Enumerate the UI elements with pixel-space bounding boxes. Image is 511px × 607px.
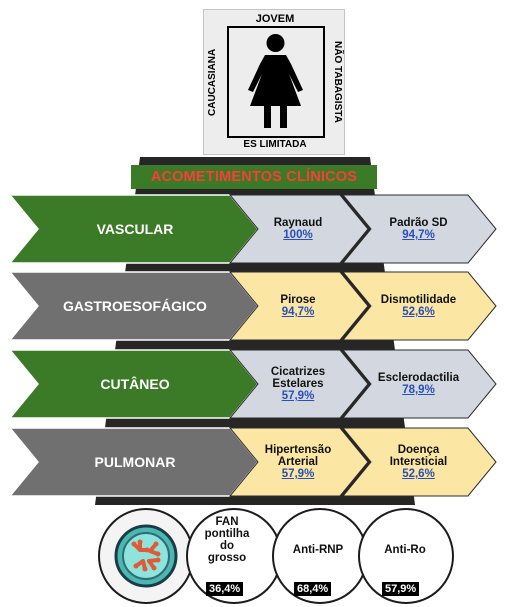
antibody-fan-line2: pontilha bbox=[204, 528, 250, 540]
profile-smoking-label: NÃO TABAGISTA bbox=[332, 41, 343, 123]
finding-pirose: Pirose 94,7% bbox=[253, 272, 343, 340]
woman-icon bbox=[248, 34, 303, 128]
row-label-cutaneo: CUTÂNEO bbox=[100, 376, 170, 392]
finding-value: 57,9% bbox=[281, 390, 315, 402]
antibody-anti-ro-value-wrap: 57,9% bbox=[382, 579, 420, 597]
finding-name-line2: Intersticial bbox=[389, 456, 448, 468]
finding-hipertensao-arterial: Hipertensão Arterial 57,9% bbox=[253, 428, 343, 496]
finding-name-line2: Arterial bbox=[277, 456, 319, 468]
antibody-anti-rnp-value: 68,4% bbox=[294, 582, 332, 596]
row-label-vascular: VASCULAR bbox=[96, 221, 174, 237]
antibody-anti-ro-value: 57,9% bbox=[382, 582, 420, 596]
finding-value: 78,9% bbox=[402, 384, 435, 396]
antibody-anti-rnp-label: Anti-RNP bbox=[292, 544, 344, 556]
finding-name: Esclerodactilia bbox=[377, 372, 460, 384]
finding-value: 57,9% bbox=[281, 468, 315, 480]
finding-esclerodactilia: Esclerodactilia 78,9% bbox=[366, 350, 471, 418]
section-title: ACOMETIMENTOS CLÍNICOS bbox=[131, 165, 377, 189]
finding-name: Hipertensão bbox=[264, 444, 332, 456]
antibody-anti-ro-label: Anti-Ro bbox=[384, 544, 426, 556]
finding-value: 100% bbox=[283, 229, 313, 241]
finding-cicatrizes-estelares: Cicatrizes Estelares 57,9% bbox=[253, 350, 343, 418]
antibody-fan-value-wrap: 36,4% bbox=[206, 579, 244, 597]
finding-name-line2: Estelares bbox=[272, 378, 324, 390]
patient-profile-card: JOVEM CAUCASIANA NÃO TABAGISTA ES LIMITA… bbox=[203, 9, 345, 155]
antibody-anti-rnp-value-wrap: 68,4% bbox=[294, 579, 332, 597]
finding-name: Padrão SD bbox=[389, 217, 448, 229]
profile-age-label: JOVEM bbox=[255, 13, 295, 25]
finding-name: Cicatrizes bbox=[270, 366, 326, 378]
finding-value: 94,7% bbox=[402, 229, 435, 241]
cell-icon bbox=[114, 524, 178, 588]
finding-value: 52,6% bbox=[402, 306, 435, 318]
finding-doenca-intersticial: Doença Intersticial 52,6% bbox=[366, 428, 471, 496]
finding-value: 52,6% bbox=[402, 468, 435, 480]
finding-name: Raynaud bbox=[273, 217, 323, 229]
finding-dismotilidade: Dismotilidade 52,6% bbox=[366, 272, 471, 340]
profile-subtype-label: ES LIMITADA bbox=[243, 139, 307, 150]
antibody-fan-line1: FAN bbox=[215, 516, 239, 528]
finding-padrao-sd: Padrão SD 94,7% bbox=[366, 195, 471, 263]
profile-frame bbox=[227, 26, 325, 138]
antibody-fan-line3: do bbox=[219, 540, 235, 552]
finding-name: Dismotilidade bbox=[380, 294, 457, 306]
finding-raynaud: Raynaud 100% bbox=[253, 195, 343, 263]
row-label-pulmonar: PULMONAR bbox=[94, 454, 176, 470]
antibody-fan-line4: grosso bbox=[207, 552, 247, 564]
finding-value: 94,7% bbox=[281, 306, 315, 318]
cell-illustration-circle bbox=[98, 508, 194, 604]
row-label-gastroesofagico: GASTROESOFÁGICO bbox=[63, 298, 207, 314]
finding-name: Doença bbox=[397, 444, 440, 456]
finding-name: Pirose bbox=[280, 294, 316, 306]
antibody-fan-value: 36,4% bbox=[206, 582, 244, 596]
antibody-fan-label: FAN pontilha do grosso bbox=[196, 516, 258, 564]
